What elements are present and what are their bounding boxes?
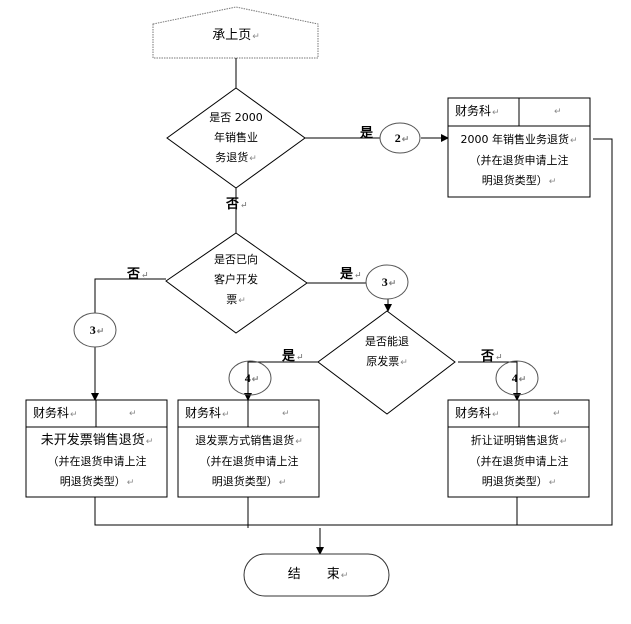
start-offpage-shape [152, 6, 319, 59]
box-note-line: （并在退货申请上注 [469, 455, 569, 468]
connector-c5-label: 4↵ [511, 371, 527, 385]
start-label-text: 承上页 [212, 28, 252, 43]
end-terminator-shape [243, 553, 390, 597]
connector-c4 [228, 360, 272, 396]
box-b1-body: 2000 年销售业务退货↵ （并在退货申请上注 明退货类型）↵ [460, 133, 578, 187]
process-box-b2 [25, 399, 168, 498]
paragraph-mark: ↵ [554, 107, 562, 117]
decision-d1-text: 是否 2000 年销售业 务退货↵ [209, 108, 263, 169]
box-title: 折让证明销售退货 [470, 434, 559, 447]
box-note-line: 明退货类型） [481, 174, 548, 187]
box-note-line: 明退货类型） [211, 475, 278, 488]
decision-d3-text: 是否能退 原发票↵ [365, 332, 409, 373]
process-box-b1 [447, 97, 591, 198]
paragraph-mark: ↵ [238, 296, 246, 306]
connector-c4-label: 4↵ [244, 371, 260, 385]
branch-label-d2-no: 否↵ [127, 267, 149, 282]
box-note-line: （并在退货申请上注 [199, 455, 299, 468]
decision-diamond-d3 [317, 310, 456, 415]
branch-label-d3-yes: 是↵ [282, 349, 304, 364]
paragraph-mark: ↵ [249, 154, 257, 164]
decision-text-line: 是否已向 [214, 253, 258, 266]
flow-line [244, 361, 318, 401]
connector-c1-label: 2↵ [394, 131, 410, 145]
box-b4-body: 折让证明销售退货↵ （并在退货申请上注 明退货类型）↵ [469, 434, 569, 488]
box-note-line: 明退货类型） [59, 475, 126, 488]
decision-d2-text: 是否已向 客户开发 票↵ [214, 250, 258, 311]
flow-line [94, 278, 166, 313]
paragraph-mark: ↵ [282, 409, 290, 419]
box-note-line: 明退货类型） [481, 475, 548, 488]
decision-text-line: 是否能退 [365, 335, 409, 348]
connector-c2 [73, 312, 117, 348]
decision-diamond-d1 [166, 87, 306, 189]
process-box-b4 [447, 399, 590, 498]
connector-c2-label: 3↵ [89, 323, 105, 337]
box-b2-body: 未开发票销售退货↵ （并在退货申请上注 明退货类型）↵ [40, 433, 154, 488]
paragraph-mark: ↵ [400, 358, 408, 368]
start-label: 承上页↵ [212, 29, 260, 42]
box-b1-dept: 财务科↵ [455, 104, 500, 118]
connector-c1 [379, 122, 421, 154]
connector-c3-label: 3↵ [381, 275, 397, 289]
paragraph-mark: ↵ [340, 571, 349, 581]
connector-c3 [365, 264, 409, 300]
paragraph-mark: ↵ [553, 409, 561, 419]
flow-line [458, 361, 521, 401]
box-title: 退发票方式销售退货 [195, 434, 295, 447]
process-box-b3 [177, 399, 320, 498]
decision-diamond-d2 [165, 232, 308, 334]
paragraph-mark: ↵ [252, 32, 260, 42]
end-label: 结 束↵ [288, 568, 349, 581]
branch-label-d2-yes: 是↵ [340, 267, 362, 282]
box-title: 未开发票销售退货 [40, 433, 145, 448]
branch-label-d3-no: 否↵ [481, 349, 503, 364]
decision-text-line: 票 [226, 293, 238, 306]
decision-text-line: 原发票 [366, 355, 400, 368]
end-label-text: 结 束 [287, 567, 340, 582]
decision-text-line: 务退货 [215, 151, 249, 164]
box-b4-dept: 财务科↵ [455, 406, 500, 420]
decision-text-line: 年销售业 [214, 131, 258, 144]
box-b3-body: 退发票方式销售退货↵ （并在退货申请上注 明退货类型）↵ [195, 434, 303, 488]
box-note-line: （并在退货申请上注 [47, 455, 147, 468]
connector-c5 [495, 360, 539, 396]
box-b2-dept: 财务科↵ [33, 406, 78, 420]
flow-line [94, 497, 612, 526]
decision-text-line: 客户开发 [214, 273, 258, 286]
paragraph-mark: ↵ [129, 409, 137, 419]
branch-label-d1-yes: 是 [360, 126, 374, 141]
branch-label-d1-no: 否↵ [226, 197, 248, 212]
box-b3-dept: 财务科↵ [185, 406, 230, 420]
box-note-line: （并在退货申请上注 [469, 154, 569, 167]
box-title: 2000 年销售业务退货 [460, 133, 569, 146]
decision-text-line: 是否 2000 [209, 111, 263, 124]
